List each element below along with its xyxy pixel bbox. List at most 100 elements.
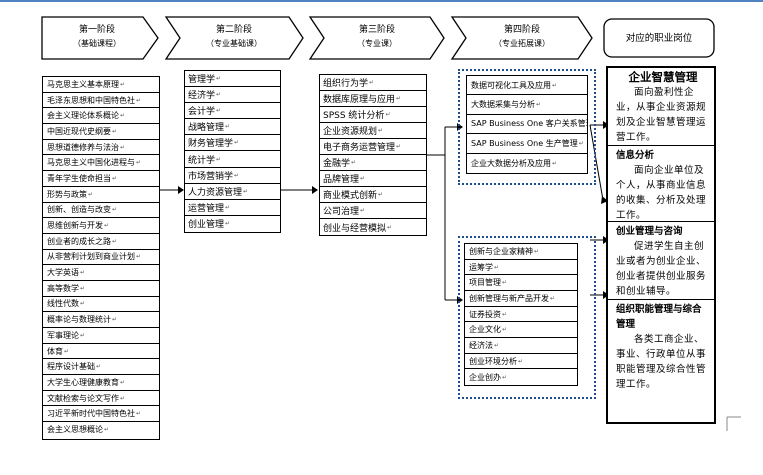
stage1-course-item: 会主义思想概论↵ xyxy=(43,422,159,438)
page-corner-mark xyxy=(726,416,741,431)
paragraph-mark-icon: ↵ xyxy=(550,294,556,302)
stage2-course-item-label: 战略管理 xyxy=(188,123,225,134)
paragraph-mark-icon: ↵ xyxy=(536,101,542,109)
stage2-course-item: 管理学↵ xyxy=(185,71,280,88)
paragraph-mark-icon: ↵ xyxy=(502,373,508,381)
stage1-course-item-label: 会主义思想概论 xyxy=(47,425,103,435)
paragraph-mark-icon: ↵ xyxy=(396,143,402,150)
stage1-course-item-label: 创业者的成长之路 xyxy=(47,236,111,246)
stage4-lower-course-item-label: 证券投资 xyxy=(469,309,501,319)
career-section: 信息分析面向企业单位及个人，从事商业信息的收集、分析及处理工作。 xyxy=(608,146,714,222)
paragraph-mark-icon: ↵ xyxy=(502,310,508,318)
stage3-course-item: 商业模式创新↵ xyxy=(320,187,426,203)
stage4-upper-course-item-label: 大数据采集与分析 xyxy=(471,100,535,110)
stage1-course-item-label: 从非营利计划到商业计划 xyxy=(47,252,135,262)
stage1-course-item: 高等数学↵ xyxy=(43,281,159,297)
stage1-course-item-label: 马克思主义基本原理 xyxy=(47,79,119,89)
stage3-chevron xyxy=(308,16,445,60)
stage3-label: 第三阶段（专业课） xyxy=(357,25,397,48)
stage4-upper-course-item: SAP Business One 生产管理↵ xyxy=(467,134,587,154)
stage1-course-list: 马克思主义基本原理↵毛泽东思想和中国特色社↵会主义理论体系概论↵中国近现代史纲要… xyxy=(42,76,160,440)
paragraph-mark-icon: ↵ xyxy=(112,206,118,214)
paragraph-mark-icon: ↵ xyxy=(112,127,118,135)
stage3-course-item-label: 品牌管理 xyxy=(323,175,360,185)
stage4-upper-course-item: 企业大数据分析及应用↵ xyxy=(467,154,587,173)
stage1-course-item: 线性代数↵ xyxy=(43,297,159,313)
paragraph-mark-icon: ↵ xyxy=(80,269,86,277)
stage4-lower-course-item: 运筹学↵ xyxy=(465,260,577,276)
paragraph-mark-icon: ↵ xyxy=(494,263,500,271)
paragraph-mark-icon: ↵ xyxy=(578,139,584,147)
stage1-course-item-label: 高等数学 xyxy=(47,283,79,293)
stage3-course-item-label: 金融学 xyxy=(323,159,351,169)
stage3-course-item-label: 创业与经营模拟 xyxy=(323,223,387,234)
paragraph-mark-icon: ↵ xyxy=(80,300,86,308)
stage3-course-item-label: 组织行为学 xyxy=(323,79,369,89)
stage2-course-item-label: 统计学 xyxy=(188,155,216,166)
stage4-lower-course-item: 项目管理↵ xyxy=(465,275,577,292)
stage3-course-item-label: 数据库原理与应用 xyxy=(323,95,396,105)
stage4-upper-course-list: 数据可视化工具及应用↵大数据采集与分析↵SAP Business One 客户关… xyxy=(466,75,588,174)
paragraph-mark-icon: ↵ xyxy=(243,187,249,195)
stage4-upper-course-item: SAP Business One 客户关系管理↵ xyxy=(467,115,587,135)
paragraph-mark-icon: ↵ xyxy=(518,357,524,365)
stage4-lower-course-list: 创新与企业家精神↵运筹学↵项目管理↵创新管理与新产品开发↵证券投资↵企业文化↵经… xyxy=(464,243,578,386)
top-rule xyxy=(0,0,763,2)
career-title: 信息分析 xyxy=(616,150,655,161)
stage4-lower-course-item: 企业文化↵ xyxy=(465,322,577,339)
paragraph-mark-icon: ↵ xyxy=(369,79,375,86)
stage4-label: 第四阶段（专业拓展课） xyxy=(494,25,550,48)
stage2-course-item: 会计学↵ xyxy=(185,103,280,120)
paragraph-mark-icon: ↵ xyxy=(552,81,558,89)
stage3-course-item: 创业与经营模拟↵ xyxy=(320,219,426,235)
stage2-course-item: 经济学↵ xyxy=(185,87,280,104)
paragraph-mark-icon: ↵ xyxy=(120,378,126,386)
stage1-course-item: 中国近现代史纲要↵ xyxy=(43,124,159,140)
paragraph-mark-icon: ↵ xyxy=(502,279,508,287)
career-title: 企业智慧管理 xyxy=(628,70,698,84)
stage1-course-item-label: 思想道德修养与法治 xyxy=(47,142,119,152)
stage1-course-item: 马克思主义中国化进程与↵ xyxy=(43,155,159,172)
stage4-lower-group xyxy=(458,236,596,399)
stage2-course-item: 战略管理↵ xyxy=(185,119,280,136)
stage3-course-item: 金融学↵ xyxy=(320,155,426,171)
paragraph-mark-icon: ↵ xyxy=(112,237,118,245)
paragraph-mark-icon: ↵ xyxy=(64,347,70,355)
stage1-course-item-label: 思维创新与开发 xyxy=(47,221,103,231)
stage1-course-item-label: 线性代数 xyxy=(47,299,79,309)
stage2-label: 第二阶段（专业基础课） xyxy=(206,25,262,48)
stage1-course-item-label: 形势与政策 xyxy=(47,189,87,199)
stage1-course-item: 青年学生使命担当↵ xyxy=(43,171,159,187)
stage1-course-item-label: 大学生心理健康教育 xyxy=(47,377,119,387)
stage4-lower-course-item-label: 项目管理 xyxy=(469,278,501,288)
stage2-course-item: 运营管理↵ xyxy=(185,200,280,216)
paragraph-mark-icon: ↵ xyxy=(216,75,222,83)
paragraph-mark-icon: ↵ xyxy=(120,112,126,120)
stage2-course-item-label: 经济学 xyxy=(188,91,216,102)
stage1-course-item: 思维创新与开发↵ xyxy=(43,218,159,234)
stage2-course-item: 创业管理↵ xyxy=(185,216,280,232)
stage1-course-item-label: 毛泽东思想和中国特色社 xyxy=(47,95,135,105)
paragraph-mark-icon: ↵ xyxy=(136,159,142,167)
stage1-course-item: 大学英语↵ xyxy=(43,265,159,281)
paragraph-mark-icon: ↵ xyxy=(112,174,118,182)
stage4-upper-course-item-label: 数据可视化工具及应用 xyxy=(471,80,551,90)
career-description: 各类工商企业、事业、行政单位从事职能管理及综合性管理工作。 xyxy=(616,334,707,390)
stage4-lower-course-item-label: 创新与企业家精神 xyxy=(469,246,533,256)
paragraph-mark-icon: ↵ xyxy=(88,190,94,198)
paragraph-mark-icon: ↵ xyxy=(112,316,118,324)
stage3-course-item-label: 企业资源规划 xyxy=(323,127,378,137)
paragraph-mark-icon: ↵ xyxy=(494,341,500,349)
stage4-lower-course-item-label: 企业文化 xyxy=(469,325,501,335)
stage3-course-list: 组织行为学↵数据库原理与应用↵SPSS 统计分析↵企业资源规划↵电子商务运营管理… xyxy=(319,74,427,236)
stage1-course-item: 形势与政策↵ xyxy=(43,187,159,203)
paragraph-mark-icon: ↵ xyxy=(360,175,366,182)
stage4-lower-course-item-label: 创业环境分析 xyxy=(469,356,517,366)
stage2-course-item-label: 会计学 xyxy=(188,107,216,118)
career-header-box xyxy=(603,18,715,58)
paragraph-mark-icon: ↵ xyxy=(136,410,142,418)
stage1-chevron xyxy=(41,16,159,60)
stage3-course-item-label: 商业模式创新 xyxy=(323,191,378,201)
paragraph-mark-icon: ↵ xyxy=(96,363,102,371)
